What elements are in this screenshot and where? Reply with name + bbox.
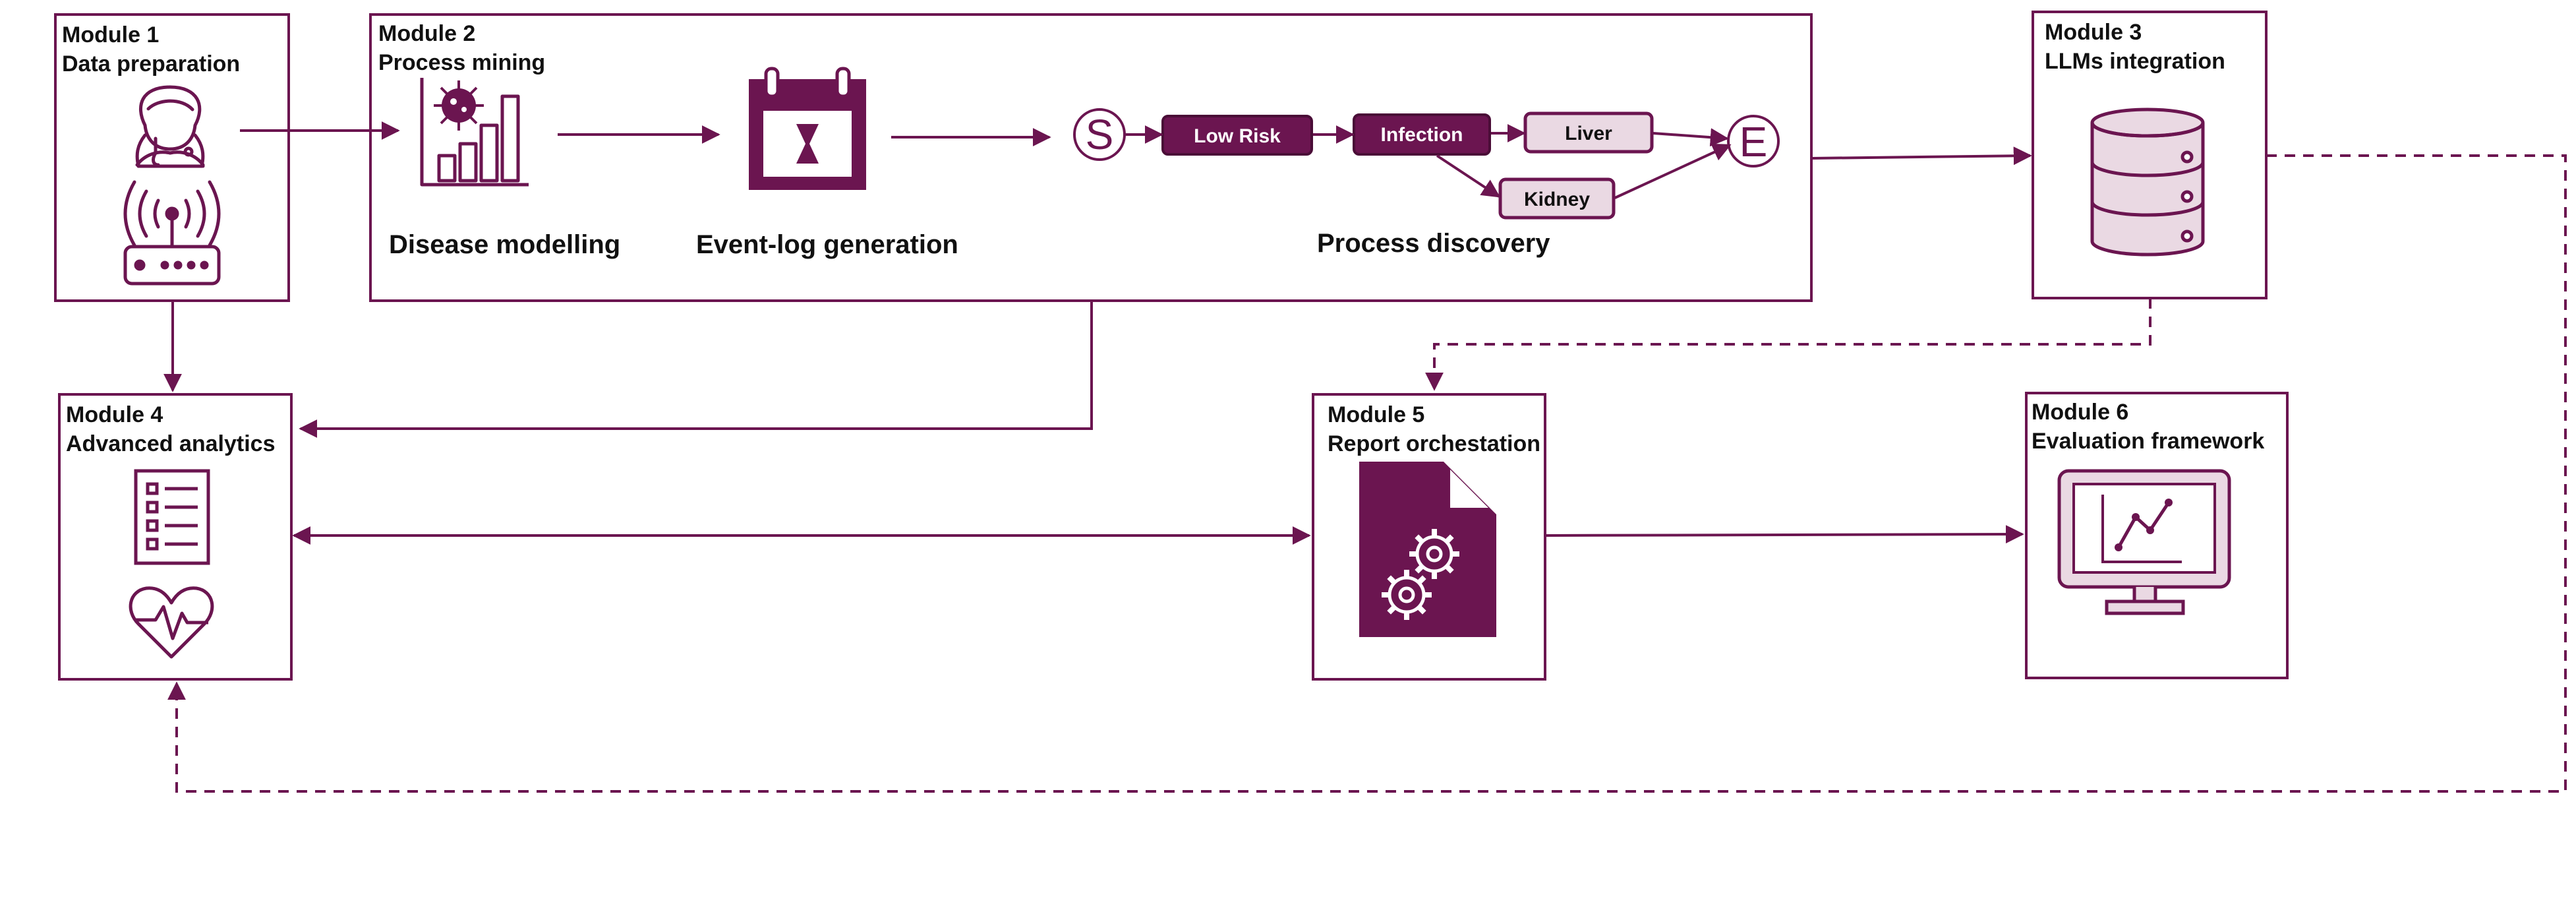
module-2-number: Module 2 — [378, 21, 475, 46]
start-event-label: S — [1086, 111, 1114, 158]
module-1-number: Module 1 — [62, 22, 159, 47]
node-kidney: Kidney — [1498, 177, 1616, 220]
module-6-title: Evaluation framework — [2032, 429, 2264, 454]
node-infection: Infection — [1353, 113, 1491, 156]
monitor-chart-icon — [2057, 469, 2231, 615]
svg-text:Liver: Liver — [1565, 123, 1612, 144]
heart-pulse-icon — [129, 586, 214, 659]
module-5-number: Module 5 — [1328, 402, 1424, 427]
module-1-title: Data preparation — [62, 51, 240, 76]
module-4-title: Advanced analytics — [66, 431, 275, 456]
module-4-box: Module 4 Advanced analytics — [58, 393, 293, 681]
checklist-icon — [134, 469, 210, 565]
calendar-hourglass-icon — [749, 67, 866, 190]
module-6-box: Module 6 Evaluation framework — [2025, 392, 2289, 679]
node-liver: Liver — [1523, 111, 1654, 154]
database-icon — [2090, 107, 2205, 257]
svg-text:Kidney: Kidney — [1524, 189, 1590, 210]
svg-text:Infection: Infection — [1381, 124, 1463, 146]
module-6-number: Module 6 — [2032, 400, 2128, 425]
module-2-box: Module 2 Process mining Disease modellin… — [369, 13, 1813, 302]
process-flow: S Low Risk Infection Liver Kidney E — [1073, 108, 1780, 220]
module-4-number: Module 4 — [66, 402, 163, 427]
flow-liver-to-end — [1653, 128, 1729, 147]
bar-chart-virus-icon — [420, 78, 529, 187]
svg-text:Low Risk: Low Risk — [1194, 125, 1281, 147]
step-event-log-generation: Event-log generation — [696, 230, 958, 259]
doctor-icon — [135, 85, 205, 168]
module-5-title: Report orchestation — [1328, 431, 1540, 456]
flow-kidney-to-end — [1614, 143, 1732, 199]
flow-infection-to-kidney — [1436, 154, 1501, 198]
dashed-arrow-m3-to-m5 — [1425, 298, 2152, 391]
start-event — [1073, 108, 1126, 161]
module-3-title: LLMs integration — [2045, 49, 2225, 74]
end-event-label: E — [1740, 118, 1768, 166]
step-disease-modelling: Disease modelling — [389, 230, 620, 259]
document-gears-icon — [1359, 462, 1496, 637]
step-process-discovery: Process discovery — [1317, 229, 1550, 258]
dashed-arrow-m3-to-m4 — [167, 154, 2567, 793]
arrow-m2-to-m3 — [1811, 146, 2032, 166]
module-1-box: Module 1 Data preparation — [54, 13, 290, 302]
arrow-m2-to-m4 — [299, 301, 1093, 438]
module-2-title: Process mining — [378, 50, 545, 75]
module-3-number: Module 3 — [2045, 20, 2142, 45]
arrow-m5-to-m6 — [1544, 525, 2024, 544]
module-5-box: Module 5 Report orchestation — [1312, 393, 1546, 681]
router-icon — [123, 180, 221, 286]
node-low-risk: Low Risk — [1161, 115, 1313, 156]
